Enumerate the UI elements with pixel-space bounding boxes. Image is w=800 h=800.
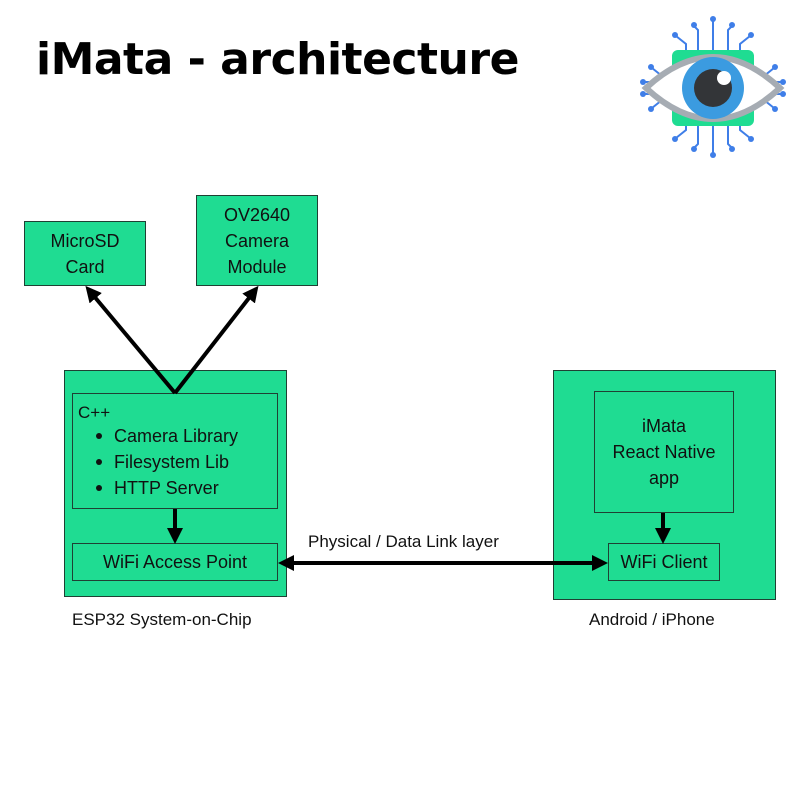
feature-camera-library: Camera Library	[96, 423, 277, 449]
arrow-to-camera	[173, 285, 259, 395]
circuit-nodes	[640, 16, 786, 158]
microsd-line2: Card	[65, 256, 105, 277]
feature-http-server: HTTP Server	[96, 475, 277, 501]
phone-caption: Android / iPhone	[589, 610, 715, 629]
feature-filesystem-lib: Filesystem Lib	[96, 449, 277, 475]
page-title: iMata - architecture	[36, 34, 519, 85]
app-line3: app	[648, 468, 680, 488]
link-label: Physical / Data Link layer	[308, 532, 499, 551]
esp32-caption: ESP32 System-on-Chip	[72, 610, 252, 629]
wifi-client-box: WiFi Client	[608, 543, 720, 581]
react-native-app-box: iMata React Native app	[594, 391, 734, 513]
eye-circuit-logo	[640, 16, 786, 158]
arrow-to-microsd	[85, 285, 177, 395]
eye-highlight	[717, 71, 731, 85]
camera-line3: Module	[227, 256, 287, 277]
camera-module-box: OV2640 Camera Module	[196, 195, 318, 286]
wifi-client-label: WiFi Client	[620, 552, 708, 572]
microsd-line1: MicroSD	[50, 230, 120, 251]
cpp-label: C++	[78, 403, 111, 422]
wifi-access-point-box: WiFi Access Point	[72, 543, 278, 581]
feature-list: Camera Library Filesystem Lib HTTP Serve…	[78, 423, 277, 501]
camera-line1: OV2640	[223, 204, 291, 225]
microsd-card-box: MicroSD Card	[24, 221, 146, 286]
app-line1: iMata	[641, 416, 686, 436]
camera-line2: Camera	[224, 230, 290, 251]
cpp-software-box: C++ Camera Library Filesystem Lib HTTP S…	[72, 393, 278, 509]
app-line2: React Native	[612, 442, 716, 462]
wifi-access-point-label: WiFi Access Point	[102, 552, 248, 572]
